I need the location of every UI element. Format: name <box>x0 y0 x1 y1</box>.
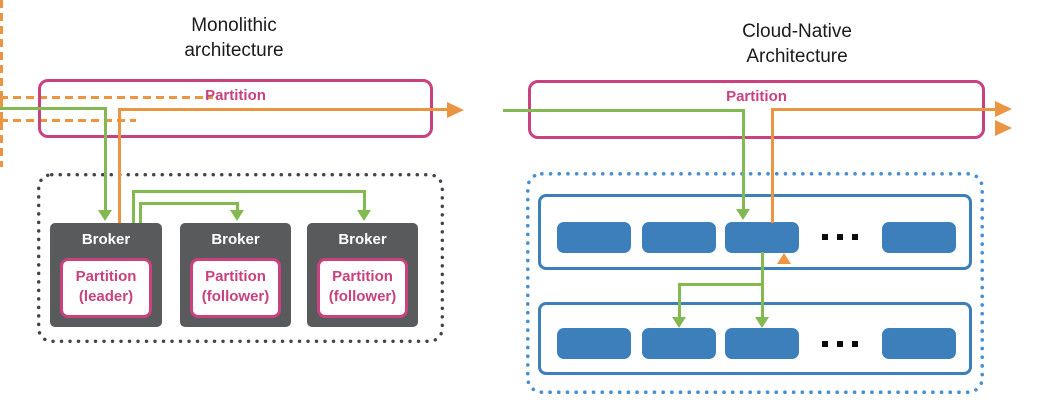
left-title-line2: architecture <box>184 40 284 61</box>
right-orange-fetch-line-v2 <box>0 121 3 167</box>
right-orange-arrow-icon <box>995 101 1012 117</box>
left-green-produce-line-h <box>0 106 106 110</box>
broker-partition-line2: (follower) <box>201 288 270 305</box>
right-panel-title: Cloud-Native Architecture <box>647 19 947 69</box>
segment-cell <box>557 222 631 253</box>
cloud-broker-row-2 <box>538 302 972 375</box>
ellipsis-icon <box>822 228 858 246</box>
left-replication-b-line-h <box>138 201 239 205</box>
broker-box-follower-2: Broker Partition (follower) <box>307 223 418 327</box>
right-green-tier-line-h <box>677 282 764 286</box>
left-replication-a-line-down <box>362 189 366 211</box>
broker-partition-line1: Partition <box>332 268 393 285</box>
right-orange-consume-line-v <box>770 107 774 223</box>
left-panel-title: Monolithic architecture <box>84 13 384 63</box>
broker-label: Broker <box>81 231 131 248</box>
right-partition-label: Partition <box>726 88 787 105</box>
broker-partition-line1: Partition <box>205 268 266 285</box>
left-replication-b-line-down <box>235 201 239 211</box>
broker-partition-line2: (leader) <box>78 288 134 305</box>
segment-cell <box>725 328 799 359</box>
right-orange-consume-line-h <box>770 107 995 111</box>
segment-cell <box>642 328 716 359</box>
broker-label: Broker <box>338 231 387 248</box>
segment-cell <box>725 222 799 253</box>
left-replication-b-line-up <box>138 201 142 224</box>
right-title-line1: Cloud-Native <box>742 21 852 42</box>
left-orange-consume-line-h <box>117 108 448 111</box>
broker-box-follower-1: Broker Partition (follower) <box>180 223 291 327</box>
left-partition-label: Partition <box>205 87 266 104</box>
right-orange-fetch-arrow-icon <box>777 253 791 264</box>
left-replication-b-arrow-icon <box>230 210 244 221</box>
left-green-produce-line-v <box>103 106 107 211</box>
broker-partition-box: Partition (follower) <box>190 258 281 318</box>
left-replication-a-arrow-icon <box>357 210 371 221</box>
segment-cell <box>882 328 956 359</box>
ellipsis-icon <box>822 335 858 353</box>
broker-partition-box: Partition (leader) <box>60 258 152 318</box>
right-green-arrow-icon <box>736 209 750 220</box>
broker-partition-line2: (follower) <box>328 288 397 305</box>
broker-partition-line1: Partition <box>75 268 137 285</box>
right-orange-dashed-line-h <box>0 95 213 99</box>
right-green-tier-branch-arrow-icon <box>672 317 686 328</box>
broker-box-leader: Broker Partition (leader) <box>50 223 162 327</box>
right-orange-dashed-arrow-icon <box>995 120 1012 136</box>
right-title-line2: Architecture <box>746 46 848 67</box>
right-green-produce-line-v <box>741 108 745 209</box>
cloud-broker-row-1 <box>538 194 972 270</box>
left-orange-arrow-icon <box>447 101 464 118</box>
right-green-tier-branch-v <box>677 282 681 317</box>
segment-cell <box>642 222 716 253</box>
left-orange-consume-line-v <box>117 108 121 223</box>
right-orange-dashed-line-v <box>0 0 3 96</box>
left-green-arrow-icon <box>98 210 112 221</box>
left-replication-a-line-h <box>131 189 366 193</box>
segment-cell <box>557 328 631 359</box>
right-green-produce-line-h <box>503 108 745 112</box>
broker-partition-box: Partition (follower) <box>317 258 408 318</box>
right-orange-fetch-line-h <box>0 118 136 122</box>
left-replication-a-line-up <box>131 189 135 224</box>
segment-cell <box>882 222 956 253</box>
left-title-line1: Monolithic <box>191 15 277 36</box>
broker-label: Broker <box>211 231 260 248</box>
right-green-tier-arrow-icon <box>755 317 769 328</box>
